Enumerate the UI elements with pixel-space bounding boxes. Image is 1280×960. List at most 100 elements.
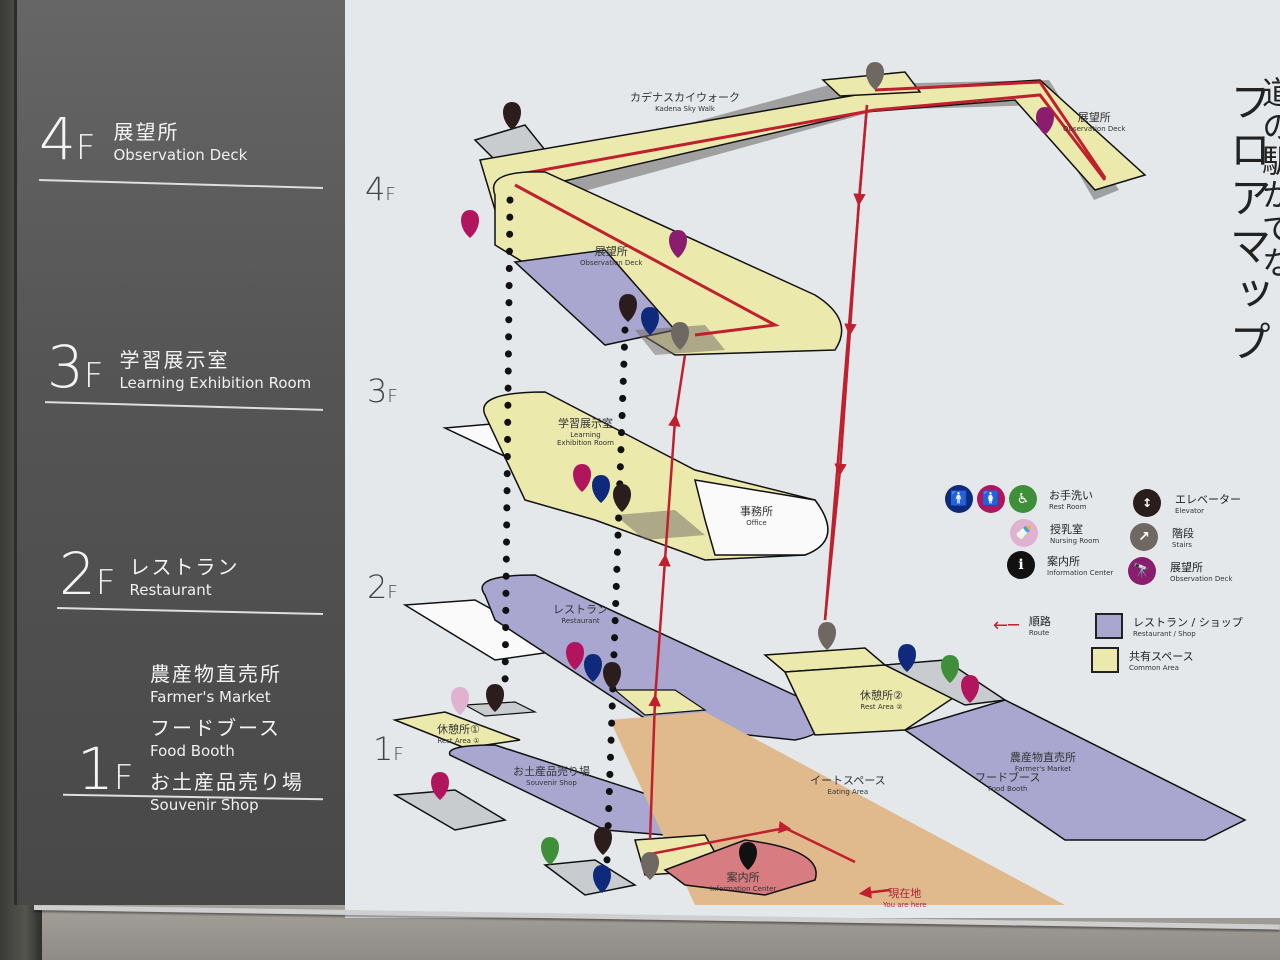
floor-jp-label: 学習展示室: [119, 348, 230, 372]
title-station-name: 道の駅かでな: [1257, 76, 1280, 280]
stairs-pin: [866, 62, 884, 90]
floor-jp-label: フードブース: [150, 716, 281, 740]
floor-en-label: Food Booth: [150, 742, 235, 760]
office-3f: [693, 479, 829, 556]
divider: [57, 606, 323, 616]
route-arrow-icon: ←─: [993, 614, 1019, 636]
route-4f: [514, 183, 780, 337]
floor-4f-plan: [473, 71, 1147, 356]
restroom-women-pin: [461, 210, 479, 238]
nursing-room-icon: 🍼: [1010, 519, 1038, 547]
elevator-pin: [503, 102, 521, 130]
floor-jp-label: レストラン: [129, 555, 240, 579]
map-floor-label-4f: 4F: [365, 170, 396, 208]
floor-en-label: Learning Exhibition Room: [119, 374, 312, 392]
title-floor-map: フロアマップ: [1223, 80, 1272, 368]
route-vertical: [644, 104, 891, 899]
farmers-market: [903, 699, 1247, 841]
route-skywalk-return: [874, 80, 1107, 179]
floor-en-label: Observation Deck: [113, 146, 248, 164]
restroom-men-pin: [898, 644, 916, 672]
restroom-women-pin: [566, 642, 584, 670]
map-floor-label-1f: 1F: [373, 730, 404, 768]
accessible-icon: ♿: [1009, 485, 1037, 513]
restroom-men-icon: 🚹: [945, 485, 973, 513]
restaurant-shop-swatch: [1095, 613, 1123, 639]
stairs-pin: [818, 622, 836, 650]
directory-3f: 3F 学習展示室 Learning Exhibition Room: [47, 338, 311, 396]
restroom-men-pin: [584, 654, 602, 682]
restroom-men-pin: [641, 307, 659, 335]
floor-en-label: Restaurant: [129, 581, 212, 599]
restroom-women-pin: [573, 464, 591, 492]
floor-number-1f: 1F: [77, 735, 134, 803]
route-skywalk: [514, 93, 1107, 181]
divider: [45, 401, 323, 411]
floor-jp-label: 農産物直売所: [150, 662, 282, 686]
common-area-swatch: [1091, 647, 1119, 673]
stairs-icon: ↗: [1130, 523, 1158, 551]
skywalk-shadow: [484, 80, 1119, 205]
directory-4f: 4F 展望所 Observation Deck: [39, 110, 247, 168]
floor-en-label: Farmer's Market: [150, 688, 271, 706]
accessible-pin: [541, 837, 559, 865]
information-icon: i: [1007, 551, 1035, 579]
restroom-men-pin: [592, 475, 610, 503]
you-are-here-arrow: [858, 886, 891, 899]
map-floor-label-3f: 3F: [367, 372, 398, 410]
restroom-women-pin: [431, 772, 449, 800]
restrooms-1f: [543, 859, 637, 896]
elevator-pin: [613, 484, 631, 512]
restroom-1f-left: [392, 789, 508, 831]
elevator-shafts: [501, 196, 629, 864]
elevator-pin: [594, 827, 612, 855]
floor-jp-label: お土産品売り場: [150, 770, 304, 794]
floor-jp-label: 展望所: [113, 120, 180, 144]
elevator-icon: ↕: [1133, 489, 1161, 517]
floor-map-drawing: [392, 62, 1247, 905]
information-center: [663, 839, 817, 896]
map-floor-label-2f: 2F: [367, 568, 398, 606]
nursing-pin: [451, 687, 469, 715]
directory-1f: 1F: [77, 740, 133, 798]
stairs-pin: [641, 852, 659, 880]
floor-3f-plan: [442, 391, 829, 561]
floor-en-label: Souvenir Shop: [150, 796, 259, 814]
elevator-pin: [486, 684, 504, 712]
observation-pin: [669, 230, 687, 258]
telescope-icon: 🔭: [1128, 557, 1156, 585]
restroom-women-icon: 🚺: [977, 485, 1005, 513]
directory-1f-items: 農産物直売所 Farmer's Market フードブース Food Booth…: [150, 658, 304, 814]
directory-2f: 2F レストラン Restaurant: [59, 545, 239, 603]
observation-pin: [1036, 107, 1054, 135]
map-pins: [431, 62, 1054, 893]
floor-1f-plan: [392, 701, 1065, 905]
restroom-men-pin: [593, 865, 611, 893]
stairs-pin: [671, 322, 689, 350]
rest-area-1: [392, 711, 521, 749]
elevator-pin: [619, 294, 637, 322]
info-pin: [739, 842, 757, 870]
floor-number-3f: 3F: [47, 333, 104, 401]
floor-directory-panel: 4F 展望所 Observation Deck 3F 学習展示室 Learnin…: [14, 0, 357, 905]
